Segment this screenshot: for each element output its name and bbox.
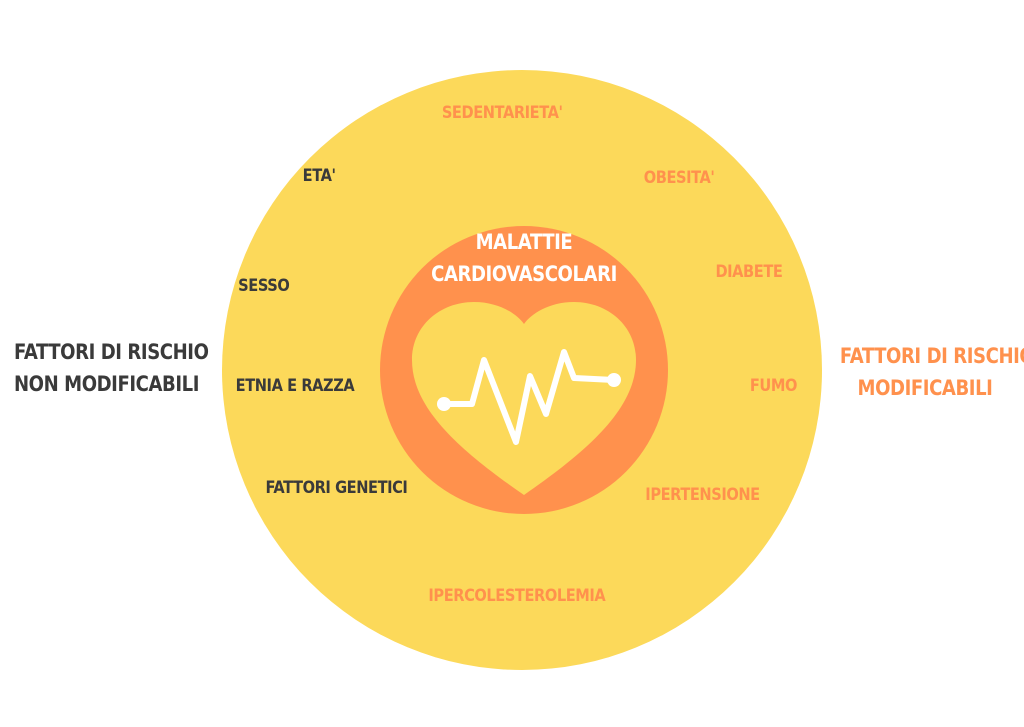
pulse-line (441, 349, 617, 445)
left-group-title: FATTORI DI RISCHIO NON MODIFICABILI (14, 336, 209, 400)
center-title-line1: MALATTIE (475, 230, 573, 254)
right-group-title-line1: FATTORI DI RISCHIO (839, 344, 1024, 368)
heart-pulse-icon (412, 302, 636, 495)
risk-factor-sesso: SESSO (238, 276, 290, 296)
center-title-line2: CARDIOVASCOLARI (431, 262, 617, 286)
left-group-title-line1: FATTORI DI RISCHIO (14, 340, 209, 364)
left-group-title-line2: NON MODIFICABILI (14, 372, 200, 396)
risk-factor-ipercolesterolemia: IPERCOLESTEROLEMIA (428, 586, 606, 606)
risk-factor-diabete: DIABETE (715, 262, 783, 282)
center-title: MALATTIE CARDIOVASCOLARI (421, 226, 627, 290)
right-group-title: FATTORI DI RISCHIO MODIFICABILI (839, 340, 1024, 404)
risk-factor-etnia: ETNIA E RAZZA (235, 376, 355, 396)
pulse-dot-right (607, 373, 621, 387)
risk-factor-eta: ETA' (302, 166, 336, 186)
right-group-title-line2: MODIFICABILI (857, 376, 993, 400)
pulse-dot-left (437, 397, 451, 411)
risk-factor-ipertensione: IPERTENSIONE (645, 485, 760, 505)
risk-factor-fumo: FUMO (749, 376, 798, 396)
risk-factor-sedentarieta: SEDENTARIETA' (441, 103, 563, 123)
risk-factor-obesita: OBESITA' (643, 168, 715, 188)
risk-factor-genetici: FATTORI GENETICI (265, 478, 408, 498)
